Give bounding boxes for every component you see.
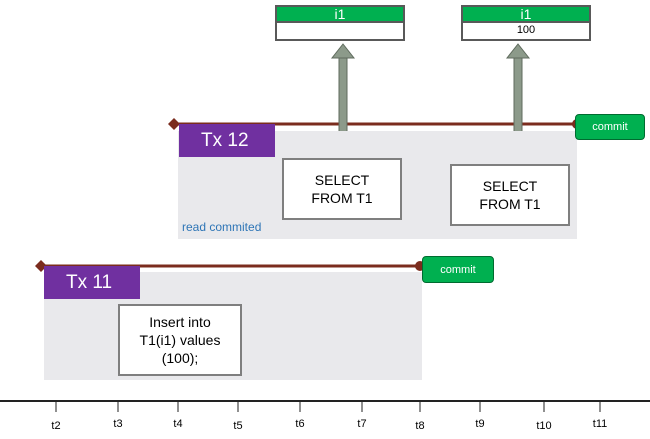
tx12-select-statement-1: SELECT FROM T1 — [282, 158, 402, 220]
axis-tick-label-t10: t10 — [536, 420, 552, 432]
tx12-start-marker — [168, 118, 180, 130]
axis-tick-label-t3: t3 — [113, 418, 123, 430]
tx12-commit-button[interactable]: commit — [575, 114, 645, 140]
select2-line1: SELECT — [482, 178, 538, 194]
axis-tick-label-t6: t6 — [295, 418, 305, 430]
tx11-insert-statement: Insert into T1(i1) values (100); — [118, 304, 242, 376]
select2-result-table: i1 100 — [461, 5, 591, 41]
result2-value: 100 — [516, 24, 536, 36]
insert-line2: T1(i1) values — [139, 332, 221, 348]
result1-value — [277, 23, 403, 37]
axis-tick-label-t4: t4 — [173, 418, 183, 430]
select1-line1: SELECT — [314, 172, 370, 188]
axis-tick-label-t9: t9 — [475, 418, 485, 430]
axis-tick-label-t11: t11 — [592, 418, 608, 430]
insert-line3: (100); — [161, 350, 199, 366]
axis-tick-label-t2: t2 — [51, 420, 61, 432]
axis-tick-label-t7: t7 — [357, 418, 367, 430]
tx11-commit-button[interactable]: commit — [422, 256, 494, 283]
select1-line2: FROM T1 — [311, 190, 373, 206]
result2-column-header: i1 — [463, 7, 589, 23]
axis-tick-label-t8: t8 — [415, 420, 425, 432]
insert-line1: Insert into — [149, 314, 211, 330]
tx12-label: Tx 12 — [179, 124, 275, 157]
axis-ticks — [55, 401, 601, 412]
select2-line2: FROM T1 — [479, 196, 541, 212]
tx12-isolation-level: read commited — [182, 220, 262, 234]
tx12-select-statement-2: SELECT FROM T1 — [450, 164, 570, 226]
select1-result-table: i1 — [275, 5, 405, 41]
axis-tick-label-t5: t5 — [233, 420, 243, 432]
tx11-label: Tx 11 — [44, 266, 140, 299]
result1-column-header: i1 — [277, 7, 403, 23]
